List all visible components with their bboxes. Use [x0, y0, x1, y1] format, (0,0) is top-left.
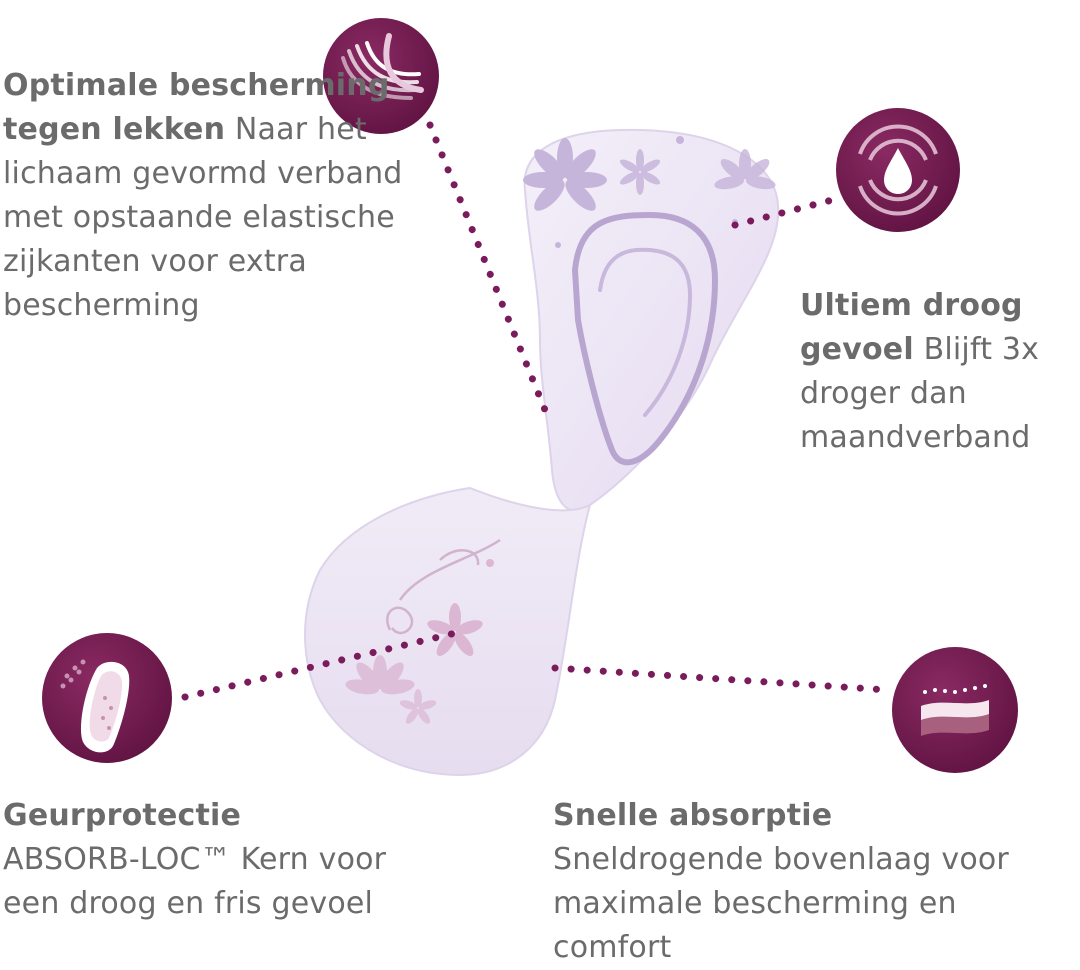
layers-icon: [892, 647, 1018, 773]
feature-description: Sneldrogende bovenlaag voor maximale bes…: [553, 842, 1009, 965]
feature-description: Blijft 3x droger dan maandverband: [800, 332, 1040, 455]
pad-core-icon: [42, 633, 172, 763]
feature-description: Naar het lichaam gevormd verband met ops…: [3, 112, 403, 323]
feature-dry-feeling: Ultiem droog gevoel Blijft 3x droger dan…: [800, 284, 1075, 460]
feature-odor-protection: Geurprotectie ABSORB-LOC™ Kern voor een …: [3, 794, 443, 926]
feature-leak-protection: Optimale bescherming tegen lekken Naar h…: [3, 64, 443, 328]
connector-bottom-left: [181, 628, 464, 701]
feature-fast-absorption: Snelle absorptie Sneldrogende bovenlaag …: [553, 794, 1078, 970]
flower-pattern: [523, 136, 776, 248]
connector-top-right: [731, 194, 844, 229]
swirl-pattern: [386, 538, 501, 635]
curved-barrier-icon: [323, 18, 439, 134]
connector-bottom-right: [551, 664, 892, 694]
feature-description: ABSORB-LOC™ Kern voor een droog en fris …: [3, 842, 387, 921]
feature-title: Ultiem droog gevoel: [800, 288, 1023, 367]
feature-title: Geurprotectie: [3, 798, 242, 833]
droplet-icon: [836, 108, 960, 232]
lower-flowers: [345, 559, 494, 724]
feature-title: Snelle absorptie: [553, 798, 833, 833]
connector-lines: [181, 121, 892, 701]
connector-top-left: [426, 121, 549, 414]
feature-title: Optimale bescherming tegen lekken: [3, 68, 390, 147]
